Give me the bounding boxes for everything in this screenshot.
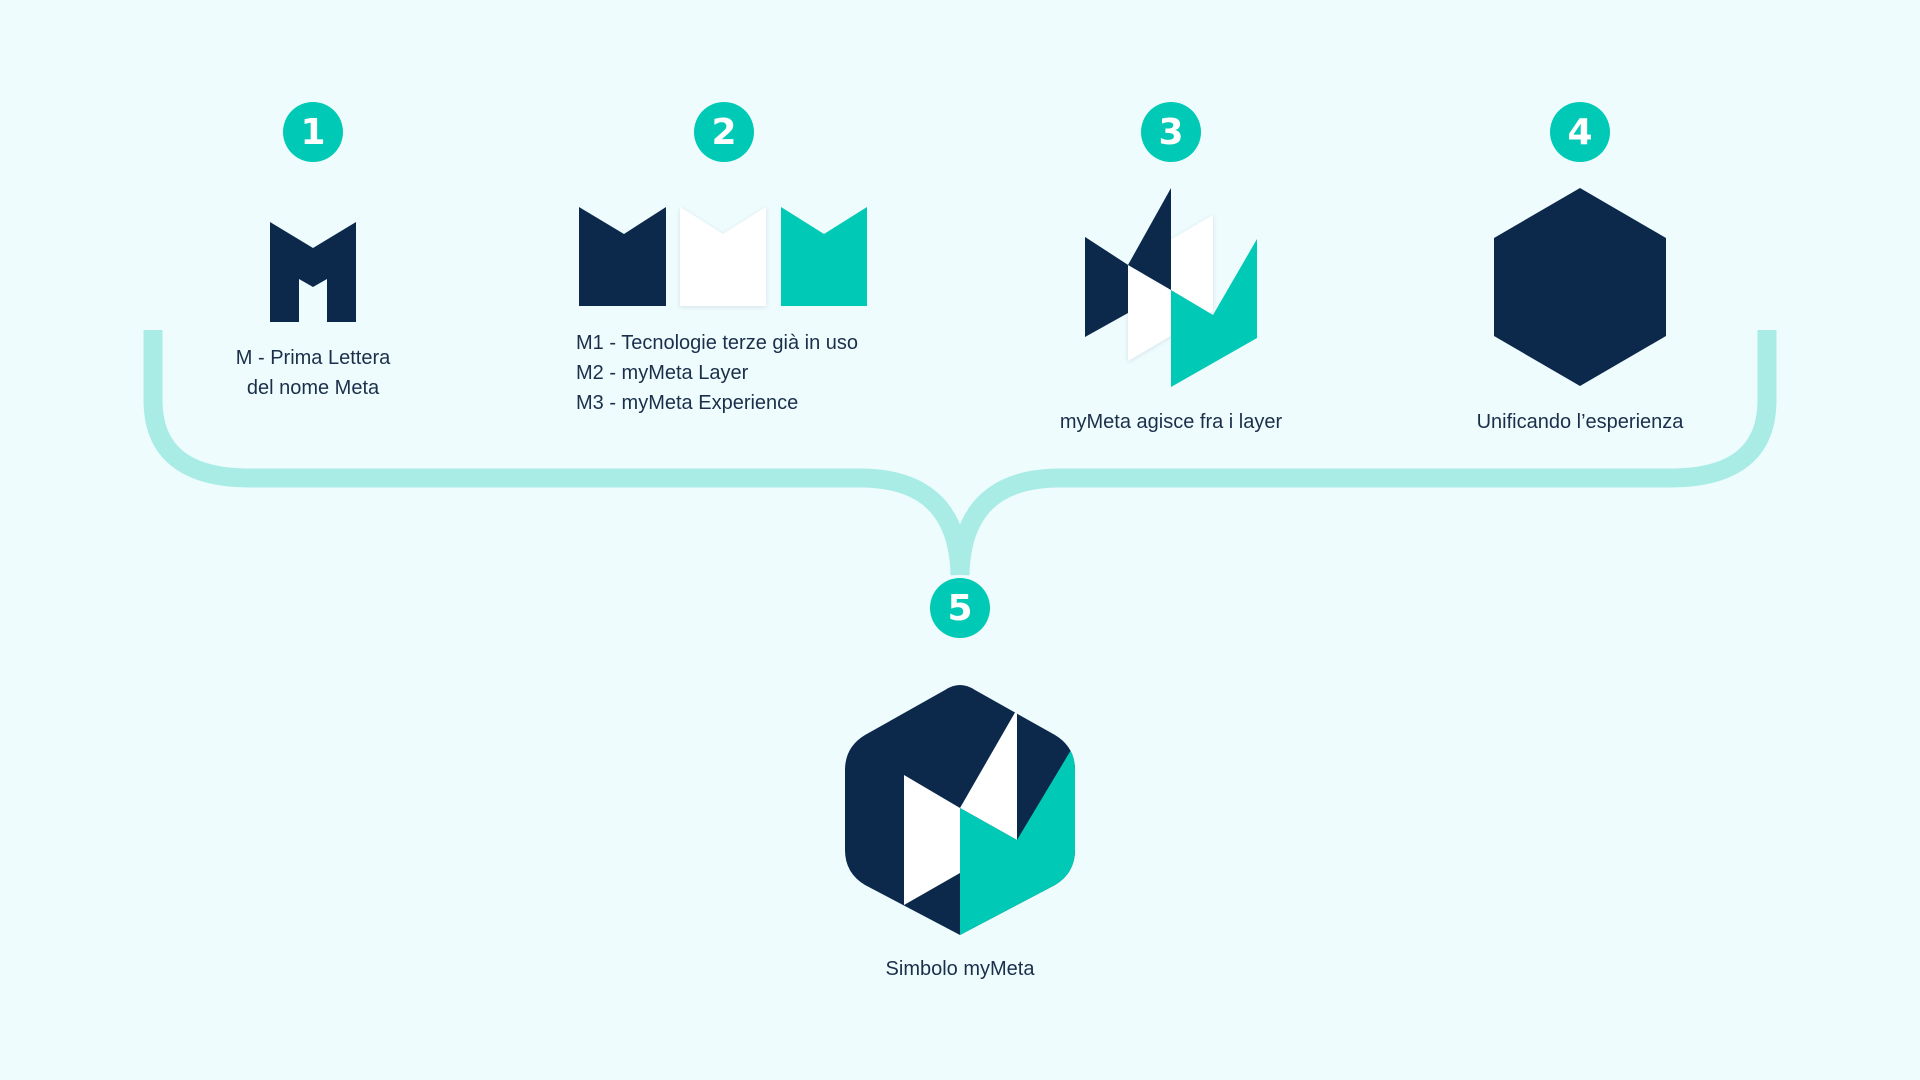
step-3-caption: myMeta agisce fra i layer <box>1060 407 1282 437</box>
m1-navy-shape <box>579 207 666 306</box>
m3-teal-shape <box>781 207 867 306</box>
symbol-white-left <box>904 775 960 905</box>
step-1-caption-line-1: M - Prima Lettera <box>235 347 391 369</box>
step-4-badge: 4 <box>1550 102 1610 162</box>
m-layers-icon <box>579 207 867 306</box>
m-letter-icon <box>270 222 356 322</box>
step-4-caption-line-1: Unificando l’esperienza <box>1476 411 1684 433</box>
step-2-caption-line-3: M3 - myMeta Experience <box>576 392 799 414</box>
step-5-caption-line-1: Simbolo myMeta <box>885 958 1035 980</box>
step-3-badge: 3 <box>1141 102 1201 162</box>
hexagon-icon <box>1494 188 1666 386</box>
step-5-caption: Simbolo myMeta <box>886 954 1035 984</box>
layer-navy-left <box>1085 237 1128 337</box>
step-1-caption: M - Prima Lettera del nome Meta <box>236 343 390 403</box>
symbol-white-center <box>960 709 1017 840</box>
interleaved-layers-icon <box>1085 188 1257 387</box>
step-2-caption: M1 - Tecnologie terze già in uso M2 - my… <box>576 328 858 418</box>
step-3-caption-line-1: myMeta agisce fra i layer <box>1059 411 1283 433</box>
step-2-badge: 2 <box>694 102 754 162</box>
step-2-caption-line-2: M2 - myMeta Layer <box>576 362 749 384</box>
step-1-caption-line-2: del nome Meta <box>246 377 380 399</box>
mymeta-symbol-icon <box>845 685 1075 935</box>
connector-bracket <box>143 330 1777 576</box>
step-2-caption-line-1: M1 - Tecnologie terze già in uso <box>576 332 859 354</box>
m2-white-shape <box>680 207 766 306</box>
step-5-badge: 5 <box>930 578 990 638</box>
step-1-badge: 1 <box>283 102 343 162</box>
layer-teal <box>1171 239 1257 387</box>
step-4-caption: Unificando l’esperienza <box>1477 407 1684 437</box>
